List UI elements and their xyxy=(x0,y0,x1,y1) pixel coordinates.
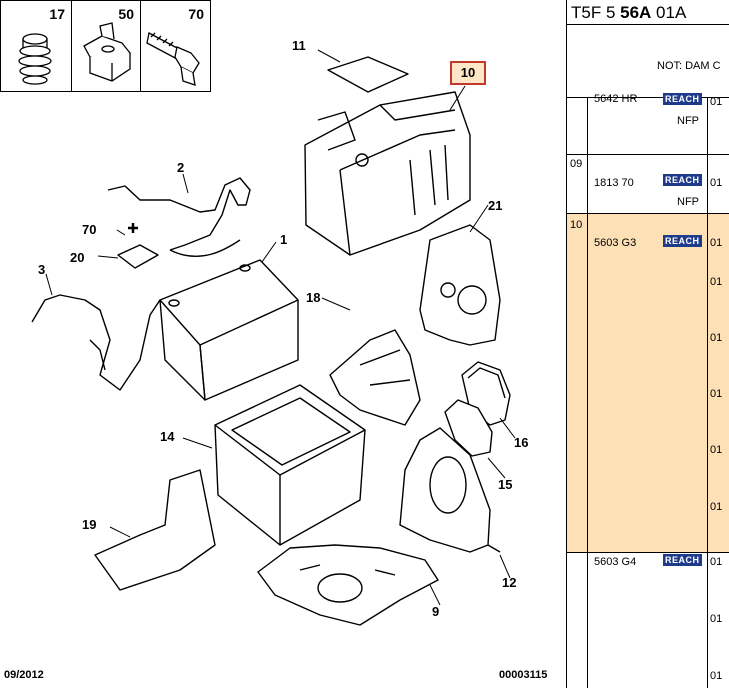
row-divider xyxy=(567,154,729,155)
part-ref: 5603 G4 xyxy=(594,556,637,568)
part-ref: 1813 70 xyxy=(594,177,634,189)
callout-16[interactable]: 16 xyxy=(514,435,529,450)
thumb-number: 50 xyxy=(118,6,134,22)
battery-tray xyxy=(214,384,366,546)
qty: 01 xyxy=(710,613,723,625)
qty: 01 xyxy=(710,388,723,400)
callout-19[interactable]: 19 xyxy=(82,517,97,532)
nfp-flag: NFP xyxy=(677,115,699,127)
cover-plate xyxy=(327,56,409,93)
callout-10-highlight[interactable]: 10 xyxy=(450,61,486,85)
battery-box xyxy=(304,91,471,256)
header-prefix: T5F 5 xyxy=(571,3,621,22)
row-divider xyxy=(567,552,729,553)
header-bold: 56A xyxy=(620,3,652,22)
cable-3 xyxy=(31,294,161,391)
table-header: T5F 5 56A 01A xyxy=(567,0,729,25)
callout-12[interactable]: 12 xyxy=(502,575,517,590)
callout-20[interactable]: 20 xyxy=(70,250,85,265)
col-divider xyxy=(707,97,708,688)
row-index: 09 xyxy=(570,158,583,170)
diagram-date: 09/2012 xyxy=(4,669,44,681)
callout-2[interactable]: 2 xyxy=(177,160,185,175)
qty: 01 xyxy=(710,556,723,568)
callout-14[interactable]: 14 xyxy=(160,429,175,444)
qty: 01 xyxy=(710,332,723,344)
row-divider xyxy=(567,97,729,98)
nfp-flag: NFP xyxy=(677,196,699,208)
bracket-21 xyxy=(419,224,501,346)
reach-badge: REACH xyxy=(663,554,702,566)
bracket-12 xyxy=(399,427,491,553)
qty: 01 xyxy=(710,670,723,682)
table-note: NOT: DAM C xyxy=(657,60,721,72)
col-divider xyxy=(587,97,588,688)
header-suffix: 01A xyxy=(651,3,687,22)
callout-15[interactable]: 15 xyxy=(498,477,513,492)
line-art xyxy=(31,49,516,626)
clip-icon xyxy=(83,22,131,82)
parts-diagram: 17 50 70 xyxy=(0,0,548,681)
bracket-20 xyxy=(117,244,159,269)
qty: 01 xyxy=(710,501,723,513)
base-plate xyxy=(257,544,439,626)
grommet-icon xyxy=(18,33,52,85)
qty: 01 xyxy=(710,444,723,456)
callout-70[interactable]: 70 xyxy=(82,222,97,237)
callout-9[interactable]: 9 xyxy=(432,604,440,619)
thumb-number: 70 xyxy=(188,6,204,22)
battery xyxy=(159,259,299,401)
qty: 01 xyxy=(710,96,723,108)
qty: 01 xyxy=(710,276,723,288)
bolt-icon xyxy=(146,32,200,86)
part-ref: 5603 G3 xyxy=(594,237,637,249)
cable-2 xyxy=(107,177,251,251)
callout-11[interactable]: 11 xyxy=(292,38,306,53)
callout-21[interactable]: 21 xyxy=(488,198,503,213)
reach-badge: REACH xyxy=(663,235,702,247)
parts-table: T5F 5 56A 01A NOT: DAM C 5642 HR REACH 0… xyxy=(566,0,729,688)
gasket-15 xyxy=(444,399,493,457)
mat xyxy=(94,469,216,591)
callout-3[interactable]: 3 xyxy=(38,262,46,277)
row-index: 10 xyxy=(570,219,583,231)
reach-badge: REACH xyxy=(663,174,702,186)
callout-1[interactable]: 1 xyxy=(280,232,288,247)
row-divider xyxy=(567,213,729,214)
highlighted-row-10 xyxy=(567,214,729,552)
part-ref: 5642 HR xyxy=(594,93,638,105)
thumb-part-17[interactable]: 17 xyxy=(0,0,72,92)
thumb-part-50[interactable]: 50 xyxy=(71,0,141,92)
thumb-part-70[interactable]: 70 xyxy=(140,0,211,92)
qty: 01 xyxy=(710,177,723,189)
thumb-number: 17 xyxy=(49,6,65,22)
qty: 01 xyxy=(710,237,723,249)
callout-18[interactable]: 18 xyxy=(306,290,321,305)
bracket-18 xyxy=(329,329,421,426)
diagram-code: 00003115 xyxy=(499,669,548,681)
reach-badge: REACH xyxy=(663,93,702,105)
